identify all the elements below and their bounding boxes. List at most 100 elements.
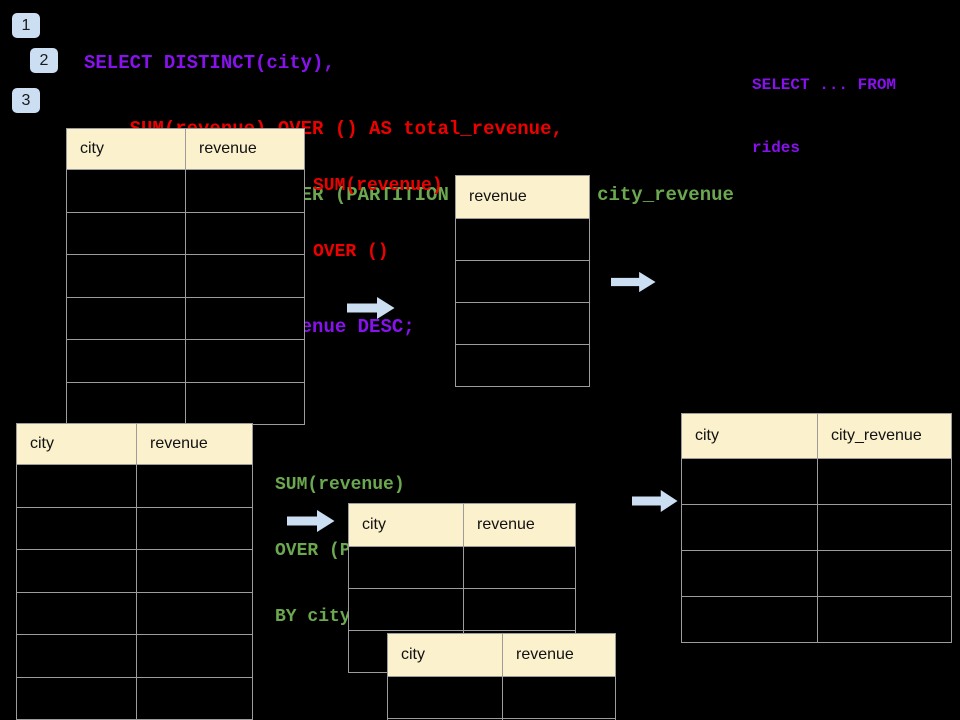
table-row — [17, 591, 252, 635]
column-header: revenue — [469, 188, 527, 205]
table-cell-empty — [17, 550, 137, 592]
table-row — [67, 381, 304, 425]
column-header: revenue — [199, 140, 257, 157]
table-cell-empty — [682, 505, 818, 550]
table-cell-empty — [186, 298, 304, 340]
table-cell-empty — [818, 597, 951, 642]
table-cell-empty — [17, 507, 137, 549]
table-cell-empty — [818, 459, 951, 504]
table-cell-empty — [17, 677, 137, 719]
table-row — [349, 588, 575, 630]
table-cell-empty — [137, 678, 252, 720]
table-row — [349, 546, 575, 588]
table-cell-empty — [349, 589, 464, 630]
table-cell-empty — [17, 635, 137, 677]
arrow-right-icon — [632, 489, 678, 513]
arrow-right-icon — [611, 271, 656, 293]
table-cell-empty — [456, 219, 589, 260]
table-source-top: city revenue — [66, 128, 305, 425]
table-row — [456, 344, 589, 386]
table-header-row: city revenue — [388, 634, 615, 676]
table-row — [456, 260, 589, 302]
table-row — [388, 676, 615, 718]
table-row — [17, 464, 252, 507]
table-cell-empty — [186, 170, 304, 212]
table-cell-empty — [137, 508, 252, 550]
column-header: revenue — [516, 646, 574, 663]
table-source-bottom: city revenue — [16, 423, 253, 720]
column-header: city — [682, 414, 818, 458]
table-row — [67, 211, 304, 254]
column-header: city — [349, 504, 464, 546]
label-line: SUM(revenue) — [275, 475, 405, 495]
table-cell-empty — [456, 345, 589, 386]
table-cell-empty — [682, 551, 818, 596]
table-cell-empty — [67, 297, 186, 339]
table-cell-empty — [67, 255, 186, 297]
label-line: BY city) — [275, 607, 362, 627]
table-cell-empty — [67, 212, 186, 254]
table-cell-empty — [456, 303, 589, 344]
table-cell-empty — [67, 170, 186, 212]
table-row — [17, 634, 252, 677]
table-header-row: city revenue — [17, 424, 252, 464]
table-cell-empty — [503, 677, 615, 718]
column-header: city — [67, 129, 186, 169]
table-cell-empty — [17, 465, 137, 507]
label-line: OVER () — [313, 242, 389, 262]
table-body — [17, 464, 252, 719]
sql-line: SELECT DISTINCT(city), — [84, 52, 335, 74]
table-cell-empty — [186, 255, 304, 297]
table-row — [17, 549, 252, 592]
table-row — [456, 218, 589, 260]
table-header-row: city revenue — [349, 504, 575, 546]
table-cell-empty — [186, 383, 304, 425]
table-partition-overlap: city revenue — [387, 633, 616, 720]
table-cell-empty — [137, 550, 252, 592]
table-cell-empty — [137, 465, 252, 507]
table-row — [67, 296, 304, 340]
table-cell-empty — [17, 592, 137, 634]
table-cell-empty — [456, 261, 589, 302]
sql-line: rides — [752, 139, 801, 157]
table-body — [456, 218, 589, 386]
table-cell-empty — [682, 459, 818, 504]
column-header: city — [17, 424, 137, 464]
step-badge-1: 1 — [12, 13, 40, 38]
table-total-revenue: revenue — [455, 175, 590, 387]
table-header-row: city revenue — [67, 129, 304, 169]
table-body — [682, 458, 951, 642]
table-cell-empty — [137, 593, 252, 635]
table-cell-empty — [137, 635, 252, 677]
table-cell-empty — [388, 677, 503, 718]
table-row — [17, 676, 252, 720]
step-badge-2: 2 — [30, 48, 58, 73]
table-city-revenue-result: city city_revenue — [681, 413, 952, 643]
column-header: revenue — [477, 516, 535, 533]
sql-line: SELECT ... FROM — [752, 76, 897, 94]
table-cell-empty — [464, 547, 575, 588]
table-header-row: revenue — [456, 176, 589, 218]
table-cell-empty — [67, 340, 186, 382]
table-row — [67, 339, 304, 382]
table-row — [682, 550, 951, 596]
sql-shorthand-snippet: SELECT ... FROM rides — [752, 33, 896, 201]
table-row — [682, 596, 951, 642]
arrow-right-icon — [347, 296, 395, 320]
table-row — [682, 504, 951, 550]
table-body — [67, 169, 304, 424]
table-cell-empty — [464, 589, 575, 630]
table-cell-empty — [67, 382, 186, 424]
table-row — [682, 458, 951, 504]
table-row — [17, 506, 252, 550]
arrow-right-icon — [287, 509, 335, 533]
step-badge-3: 3 — [12, 88, 40, 113]
column-header: city_revenue — [831, 427, 922, 444]
table-cell-empty — [682, 597, 818, 642]
table-cell-empty — [818, 551, 951, 596]
table-row — [67, 254, 304, 297]
table-body — [388, 676, 615, 720]
label-line: SUM(revenue) — [313, 176, 443, 196]
column-header: revenue — [150, 435, 208, 452]
